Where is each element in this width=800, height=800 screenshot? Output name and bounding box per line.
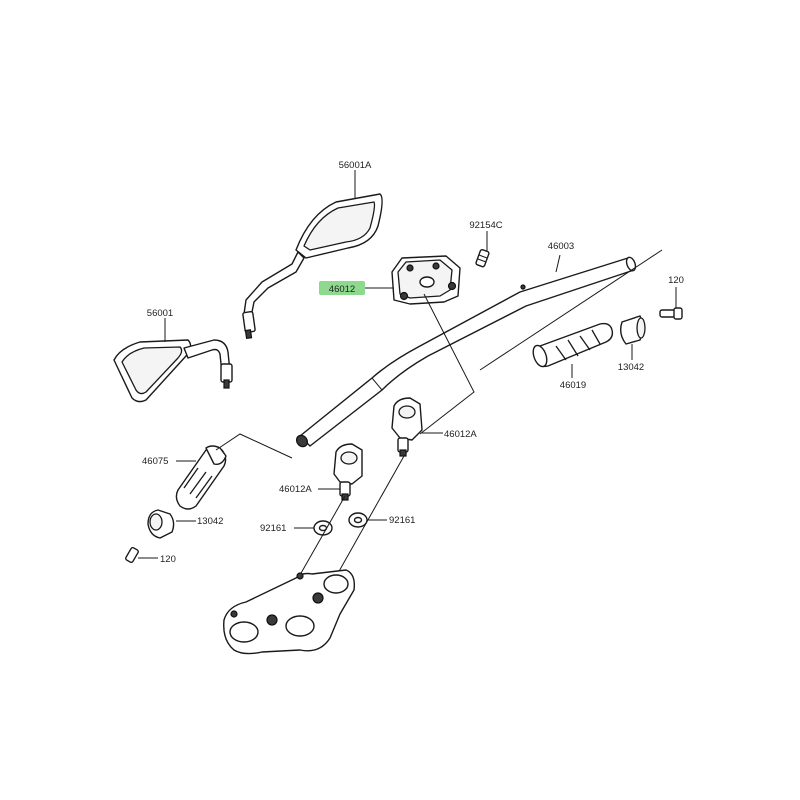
label-grip-left: 46075 xyxy=(142,456,168,467)
bar-end-weight-right[interactable] xyxy=(619,315,646,345)
grip-left-guide xyxy=(215,433,293,459)
handlebar[interactable] xyxy=(294,256,637,449)
handlebar-holder-upper[interactable] xyxy=(391,255,461,305)
label-grip-right: 46019 xyxy=(560,380,586,391)
label-screw-left: 120 xyxy=(160,554,176,565)
label-screw-right: 120 xyxy=(668,275,684,286)
handlebar-holder-lower-left[interactable] xyxy=(333,443,363,501)
triple-clamp[interactable] xyxy=(223,569,356,655)
grip-left[interactable] xyxy=(175,445,227,510)
grip-right[interactable] xyxy=(531,322,614,369)
label-handlebar: 46003 xyxy=(548,241,574,252)
handlebar-leader xyxy=(555,254,561,273)
label-mirror-left: 56001 xyxy=(147,308,173,319)
bar-end-weight-left[interactable] xyxy=(147,509,175,539)
label-weight-left: 13042 xyxy=(197,516,223,527)
washer-right[interactable] xyxy=(348,512,368,528)
mirror-right[interactable] xyxy=(242,193,383,340)
label-mirror-right: 56001A xyxy=(339,160,372,171)
right-grip-guide xyxy=(479,249,663,371)
mirror-left[interactable] xyxy=(113,339,233,403)
bolt-92154c[interactable] xyxy=(475,248,490,268)
label-holder-upper: 46012 xyxy=(329,284,355,295)
label-bolt-top: 92154C xyxy=(469,220,502,231)
label-weight-right: 13042 xyxy=(618,362,644,373)
highlight-box xyxy=(319,281,365,295)
handlebar-holder-lower-right[interactable] xyxy=(391,397,423,457)
holder-upper-guide xyxy=(419,293,475,435)
label-holder-lower-right: 46012A xyxy=(444,429,477,440)
screw-left[interactable] xyxy=(125,546,139,564)
label-washer-right: 92161 xyxy=(389,515,415,526)
label-holder-lower-left: 46012A xyxy=(279,484,312,495)
screw-right[interactable] xyxy=(659,307,683,320)
label-washer-left: 92161 xyxy=(260,523,286,534)
